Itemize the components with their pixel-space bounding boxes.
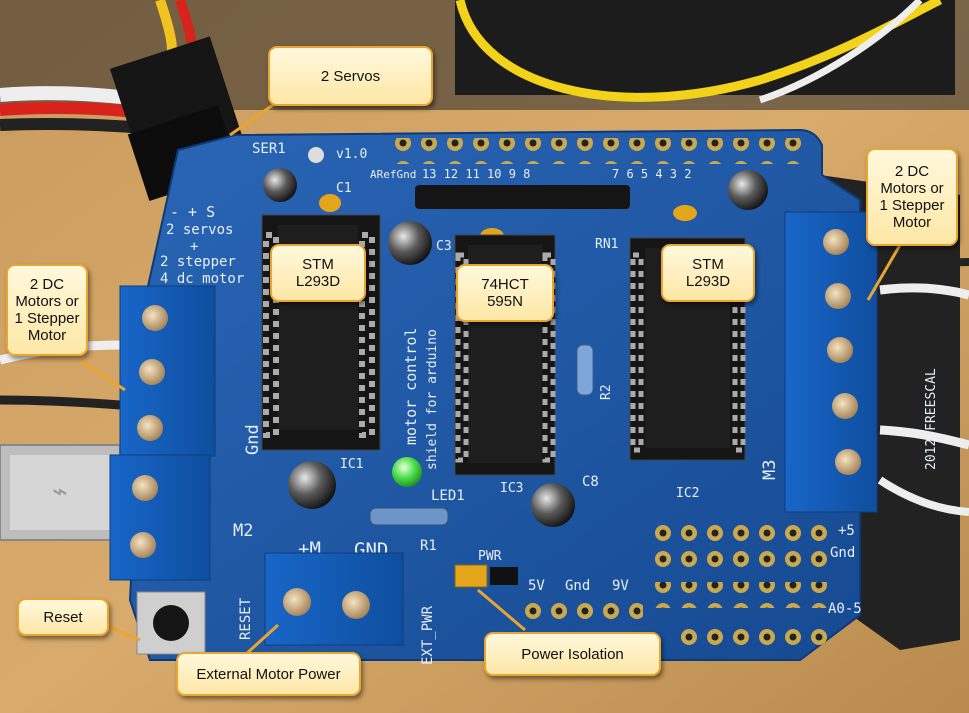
silk-servos-4: 4 dc motor: [160, 271, 244, 287]
digital-header-pads: [385, 138, 806, 164]
mounting-hole: [308, 147, 324, 163]
silk-ic2: IC2: [676, 486, 699, 501]
silk-motor-control: motor control: [402, 328, 420, 445]
power-jumper[interactable]: [454, 564, 488, 588]
silk-plus5: +5: [838, 523, 855, 539]
capacitors: [263, 168, 768, 527]
silk-pwr: PWR: [478, 549, 502, 564]
silk-shield-arduino: shield for arduino: [425, 329, 440, 470]
silk-a05: A0-5: [828, 601, 862, 617]
reset-button[interactable]: [136, 591, 206, 655]
callout-servos: 2 Servos: [268, 46, 433, 106]
callout-reset-text: Reset: [43, 608, 83, 626]
callout-power-isolation: Power Isolation: [484, 632, 661, 676]
silk-gnd-vertical: Gnd: [243, 424, 263, 455]
callout-stm-right-text: STM L293D: [685, 256, 731, 290]
silk-case-text: 2012 FREESCAL: [924, 368, 939, 470]
silk-c1: C1: [336, 181, 352, 196]
silk-plus-s: - + S: [170, 203, 215, 221]
callout-dc-left-text: 2 DC Motors or 1 Stepper Motor: [14, 276, 80, 344]
left-terminal-block: [109, 285, 216, 581]
silk-pins-low: 7 6 5 4 3 2: [612, 167, 691, 181]
silk-gnd-small: Gnd: [565, 578, 590, 594]
external-power-terminal: [264, 552, 404, 646]
silk-led1: LED1: [431, 488, 465, 504]
silk-ic3: IC3: [500, 481, 523, 496]
resistor-r1: [369, 507, 449, 526]
silk-aref-gnd: ARefGnd: [370, 168, 416, 181]
silk-c3: C3: [436, 239, 452, 254]
silk-gnd-right: Gnd: [830, 545, 855, 561]
silk-m2: M2: [233, 521, 253, 541]
callout-dc-right-text: 2 DC Motors or 1 Stepper Motor: [879, 163, 945, 231]
silk-9v: 9V: [612, 578, 629, 594]
callout-shift-register: 74HCT 595N: [456, 264, 554, 322]
silk-reset: RESET: [238, 597, 254, 640]
usb-connector: ⌁: [0, 444, 121, 541]
callout-reset: Reset: [17, 598, 109, 636]
silk-pins-high: 13 12 11 10 9 8: [422, 167, 530, 181]
callout-stm-left-text: STM L293D: [295, 256, 341, 290]
silk-rn1: RN1: [595, 237, 618, 252]
silk-ext-pwr: EXT_PWR: [420, 605, 436, 665]
callout-power-isolation-text: Power Isolation: [521, 645, 624, 663]
callout-ext-power-text: External Motor Power: [196, 665, 341, 683]
silk-5v: 5V: [528, 578, 545, 594]
callout-shift-register-text: 74HCT 595N: [481, 276, 529, 310]
svg-text:⌁: ⌁: [52, 477, 68, 507]
callout-stm-right: STM L293D: [661, 244, 755, 302]
callout-dc-right: 2 DC Motors or 1 Stepper Motor: [866, 148, 958, 246]
silk-servos-3: 2 stepper: [160, 254, 236, 270]
silk-r1: R1: [420, 538, 437, 554]
silk-ic1: IC1: [340, 457, 363, 472]
silk-servos-2: +: [190, 239, 198, 255]
callout-leaders: [79, 98, 902, 657]
silk-ser1: SER1: [252, 141, 286, 157]
silk-version: v1.0: [336, 147, 367, 162]
jumper-header: [490, 567, 518, 585]
resistor-r2: [576, 344, 594, 396]
callout-stm-left: STM L293D: [270, 244, 366, 302]
right-terminal-block: [784, 211, 878, 513]
silk-m3: M3: [760, 460, 780, 480]
silk-c8: C8: [582, 474, 599, 490]
power-header-pads: [525, 597, 643, 621]
callout-servos-text: 2 Servos: [320, 67, 381, 85]
silk-r2: R2: [599, 384, 614, 400]
led-indicator: [392, 457, 422, 487]
callout-dc-left: 2 DC Motors or 1 Stepper Motor: [6, 264, 88, 356]
resistor-network: [415, 185, 630, 209]
callout-ext-power: External Motor Power: [176, 652, 361, 696]
silk-servos-1: 2 servos: [166, 222, 233, 238]
analog-header-pads: [655, 516, 835, 646]
